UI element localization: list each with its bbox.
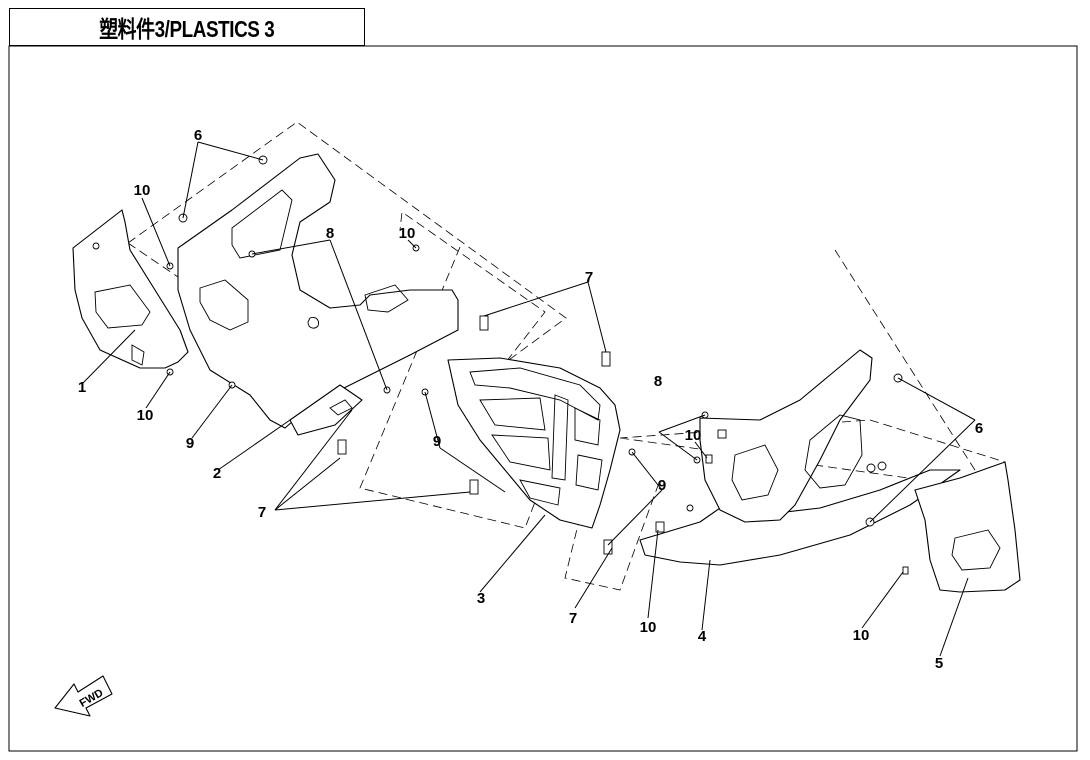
callout-7: 7 bbox=[258, 504, 266, 521]
callout-2: 2 bbox=[213, 465, 221, 482]
fwd-arrow: FWD bbox=[54, 675, 113, 717]
leader-lines bbox=[81, 141, 976, 657]
callout-9: 9 bbox=[658, 477, 666, 494]
callout-7: 7 bbox=[569, 610, 577, 627]
callout-4: 4 bbox=[698, 628, 707, 645]
page-title: 塑料件3/PLASTICS 3 bbox=[99, 16, 275, 42]
callout-3: 3 bbox=[477, 590, 485, 607]
callout-9: 9 bbox=[433, 433, 441, 450]
part-2-front-panel bbox=[177, 153, 459, 436]
callout-7: 7 bbox=[585, 269, 593, 286]
part-3-center-panel bbox=[447, 357, 621, 529]
part-4-lower-fender bbox=[639, 349, 961, 566]
callout-10: 10 bbox=[134, 182, 151, 199]
drawing-frame bbox=[8, 45, 1078, 752]
callout-1: 1 bbox=[78, 379, 86, 396]
assembly-outline-center bbox=[359, 246, 576, 529]
callout-6: 6 bbox=[975, 420, 983, 437]
title-box: 塑料件3/PLASTICS 3 bbox=[9, 8, 365, 46]
callout-labels: 6 10 8 10 1 10 9 2 7 7 9 3 9 7 8 10 10 4… bbox=[78, 127, 983, 672]
callout-8: 8 bbox=[326, 225, 334, 242]
callout-10: 10 bbox=[853, 627, 870, 644]
callout-10: 10 bbox=[399, 225, 416, 242]
callout-6: 6 bbox=[194, 127, 202, 144]
part-5-rear-panel bbox=[914, 461, 1021, 593]
callout-5: 5 bbox=[935, 655, 943, 672]
callout-8: 8 bbox=[654, 373, 662, 390]
callout-10: 10 bbox=[640, 619, 657, 636]
callout-10: 10 bbox=[137, 407, 154, 424]
part-1-side-panel bbox=[72, 209, 189, 369]
callout-10: 10 bbox=[685, 427, 702, 444]
callout-9: 9 bbox=[186, 435, 194, 452]
